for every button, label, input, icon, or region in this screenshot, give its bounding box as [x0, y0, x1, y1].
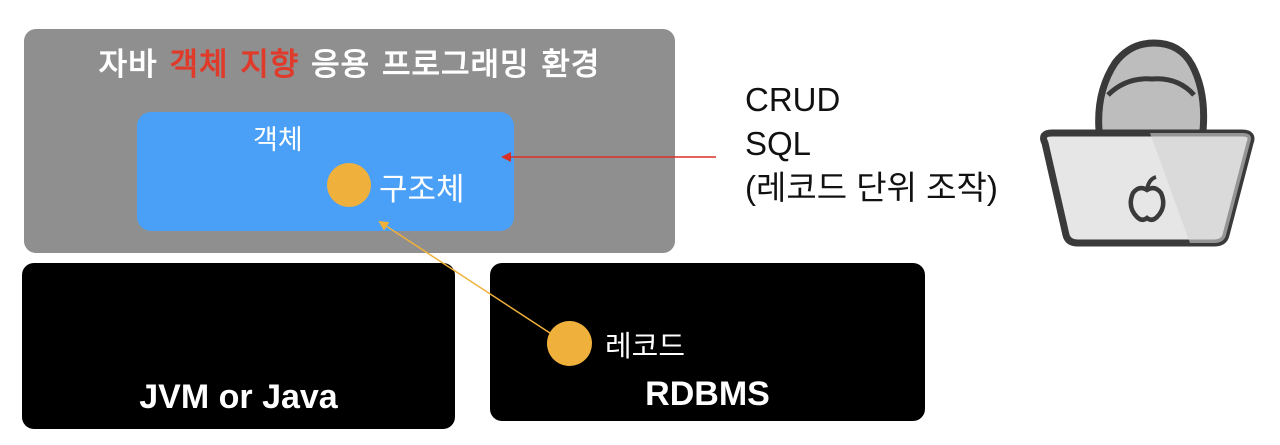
title-prefix: 자바: [98, 47, 170, 83]
record-label: 레코드: [605, 329, 686, 363]
jvm-label: JVM or Java: [139, 378, 338, 416]
object-box: 객체 구조체: [137, 112, 514, 231]
environment-title: 자바 객체 지향 응용 프로그래밍 환경: [24, 39, 675, 84]
operation-crud: CRUD: [745, 81, 841, 118]
operations-text: CRUD SQL (레코드 단위 조작): [745, 78, 998, 210]
user-at-laptop-icon: [1040, 39, 1255, 247]
operation-sql: SQL: [745, 125, 812, 162]
title-suffix: 응용 프로그래밍 환경: [299, 47, 601, 83]
jvm-box: JVM or Java: [22, 263, 455, 429]
apple-logo-icon: [1128, 175, 1166, 222]
struct-label: 구조체: [379, 172, 465, 208]
operation-record-unit: (레코드 단위 조작): [745, 169, 998, 206]
record-dot: [547, 321, 592, 366]
object-label: 객체: [253, 125, 303, 156]
struct-dot: [327, 163, 371, 207]
rdbms-label: RDBMS: [645, 375, 770, 413]
title-highlight: 객체 지향: [169, 47, 300, 83]
